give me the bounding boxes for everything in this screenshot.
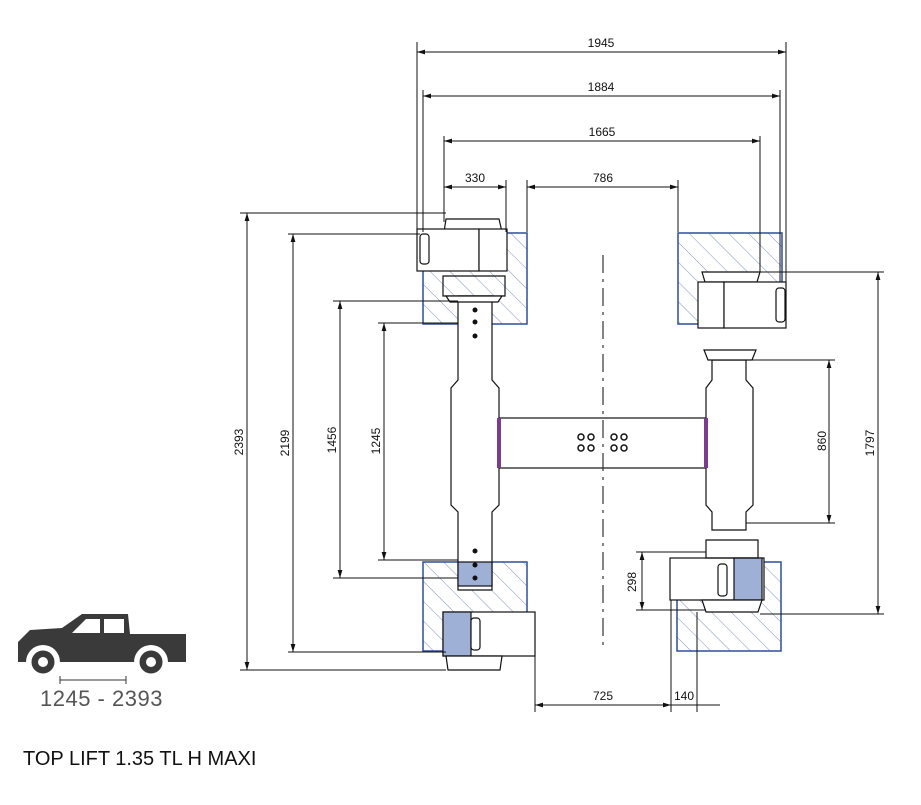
dim-725: 725 (593, 689, 613, 703)
dim-1665: 1665 (589, 125, 616, 139)
dim-786: 786 (593, 171, 613, 185)
dim-1456: 1456 (325, 426, 339, 453)
dim-1884: 1884 (588, 80, 615, 94)
dim-140: 140 (674, 689, 694, 703)
dim-1245: 1245 (369, 427, 383, 454)
dim-298: 298 (625, 572, 639, 592)
dim-860: 860 (815, 431, 829, 451)
dimension-labels: 1945 1884 1665 330 786 2393 2199 1456 12… (232, 36, 877, 703)
dim-1945: 1945 (588, 36, 615, 50)
pickup-truck-icon (18, 614, 186, 684)
right-lift-column (669, 271, 787, 613)
vehicle-wheelbase-range: 1245 - 2393 (40, 686, 163, 711)
model-name: TOP LIFT 1.35 TL H MAXI (23, 748, 257, 770)
dim-2393: 2393 (232, 428, 246, 455)
dim-1797: 1797 (863, 429, 877, 456)
left-lift-column (416, 218, 536, 671)
dimension-lines (240, 42, 884, 712)
left-column-holes (472, 307, 478, 581)
dim-2199: 2199 (278, 429, 292, 456)
dim-330: 330 (465, 171, 485, 185)
